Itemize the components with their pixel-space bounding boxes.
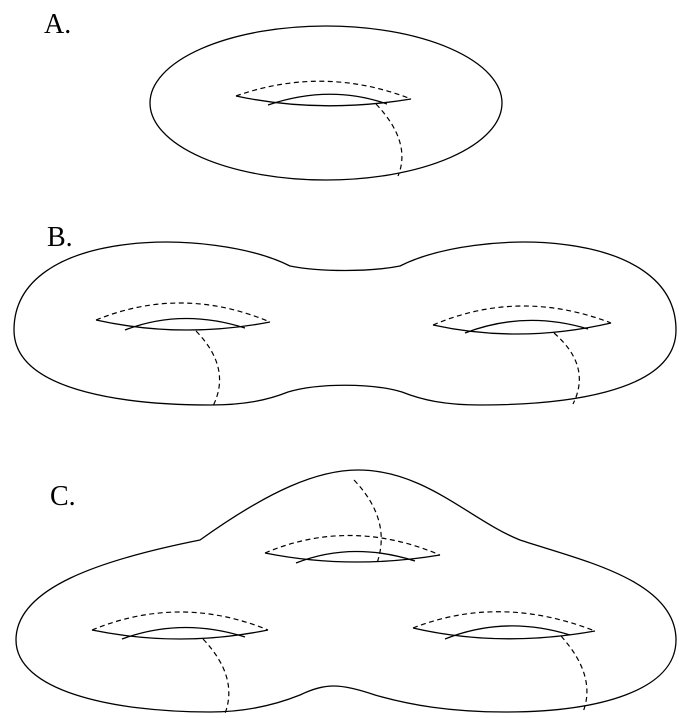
surface-b-left-hole-back-rim xyxy=(95,302,271,323)
surface-c-outline xyxy=(15,469,677,713)
torus-genus-1 xyxy=(149,25,503,181)
torus-a-outline xyxy=(149,25,503,181)
surface-b-right-hole-lower-rim xyxy=(432,322,612,335)
surface-c-left-hole-lower-rim xyxy=(91,629,269,640)
surface-b-right-meridian xyxy=(553,332,580,405)
surface-b-right-hole-back-rim xyxy=(432,305,612,326)
surface-c-left-hole-upper-rim xyxy=(121,626,246,640)
surface-c-top-hole-back-rim xyxy=(264,534,441,556)
surface-c-right-hole xyxy=(412,611,596,640)
surface-c-right-hole-lower-rim xyxy=(412,627,596,640)
surface-c-top-hole xyxy=(264,534,441,564)
surface-genus-3 xyxy=(15,469,677,717)
torus-a-hole xyxy=(235,80,412,107)
torus-a-meridian xyxy=(375,103,403,177)
surface-b-outline xyxy=(13,241,677,406)
figure-b-label: B. xyxy=(47,222,73,253)
surface-c-top-hole-upper-rim xyxy=(295,550,416,564)
surface-genus-2 xyxy=(13,241,677,407)
surface-b-left-hole-upper-rim xyxy=(124,317,246,331)
surface-c-left-hole xyxy=(91,611,269,640)
surface-c-top-hole-lower-rim xyxy=(264,552,441,563)
surface-c-right-meridian xyxy=(560,635,588,713)
surface-c-left-meridian xyxy=(202,638,230,717)
surface-b-left-meridian xyxy=(195,330,221,407)
surface-c-right-hole-upper-rim xyxy=(444,625,571,640)
figure-c-label: C. xyxy=(50,481,76,512)
torus-a-hole-back-rim xyxy=(235,80,412,100)
surface-b-right-hole xyxy=(432,305,612,335)
surface-b-left-hole-lower-rim xyxy=(95,319,271,331)
surface-b-right-hole-upper-rim xyxy=(464,319,589,334)
torus-a-hole-lower-rim xyxy=(235,95,412,107)
surface-c-top-meridian xyxy=(353,479,382,564)
surface-b-left-hole xyxy=(95,302,271,331)
figure-a-label: A. xyxy=(44,9,72,40)
torus-a-hole-upper-rim xyxy=(267,93,388,106)
surface-c-right-hole-back-rim xyxy=(412,611,596,632)
